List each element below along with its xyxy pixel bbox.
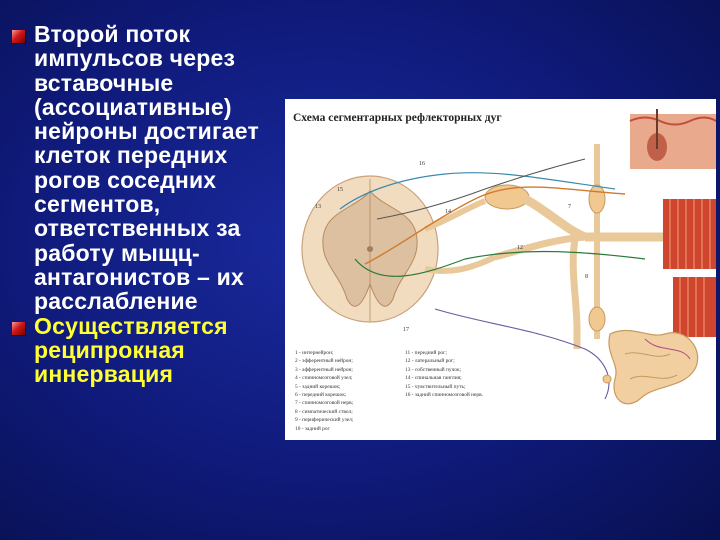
bullet-list: Второй поток импульсов через вставочные … [8, 22, 280, 386]
diagram-label: 13 [315, 204, 321, 210]
legend-item: 4 - спинномозговой узел; [295, 375, 353, 382]
bullet-item-second: Осуществляется реципрокная иннервация [8, 312, 280, 388]
legend-item: 11 - передний рог; [405, 350, 447, 356]
diagram-label: 7 [568, 204, 571, 210]
legend-item: 10 - задний рог [295, 425, 330, 432]
legend-item: 8 - симпатический ствол; [295, 408, 353, 415]
bullet-text-second: Осуществляется реципрокная иннервация [34, 312, 228, 388]
legend-item: 1 - интернейрон; [295, 350, 334, 356]
reflex-arc-diagram: Схема сегментарных рефлекторных дуг 16 1… [285, 99, 716, 440]
reflex-arc-illustration [301, 109, 716, 405]
legend-left: 1 - интернейрон; 2 - эфферентный нейрон;… [295, 349, 353, 433]
legend-item: 14 - спинальная ганглия; [405, 375, 462, 382]
bullet-text-first: Второй поток импульсов через вставочные … [34, 21, 259, 315]
legend-item: 15 - чувствительный путь; [405, 383, 466, 390]
diagram-label: 16 [419, 161, 425, 167]
diagram-label: 15 [337, 187, 343, 193]
legend-item: 7 - спинномозговой нерв; [295, 400, 354, 407]
legend-item: 16 - задний спинномозговой нерв. [405, 392, 483, 399]
diagram-label: 14 [445, 209, 451, 215]
legend-item: 13 - собственный пучок; [405, 366, 462, 373]
legend-item: 2 - эфферентный нейрон; [295, 358, 353, 365]
bullet-square-icon [12, 321, 25, 335]
legend-item: 9 - периферический узел; [295, 417, 354, 424]
bullet-square-icon [12, 30, 25, 43]
diagram-label: 8 [585, 274, 588, 280]
legend-item: 12 - латеральный рог; [405, 358, 455, 365]
legend-right: 11 - передний рог; 12 - латеральный рог;… [405, 349, 483, 399]
diagram-label: 12 [517, 245, 523, 251]
figure-title: Схема сегментарных рефлекторных дуг [293, 112, 502, 124]
legend-item: 3 - афферентный нейрон; [295, 366, 353, 373]
diagram-label: 17 [403, 327, 409, 333]
legend-item: 6 - передний корешок; [295, 392, 347, 399]
legend-item: 5 - задний корешок; [295, 383, 341, 390]
bullet-item-first: Второй поток импульсов через вставочные … [8, 22, 280, 314]
